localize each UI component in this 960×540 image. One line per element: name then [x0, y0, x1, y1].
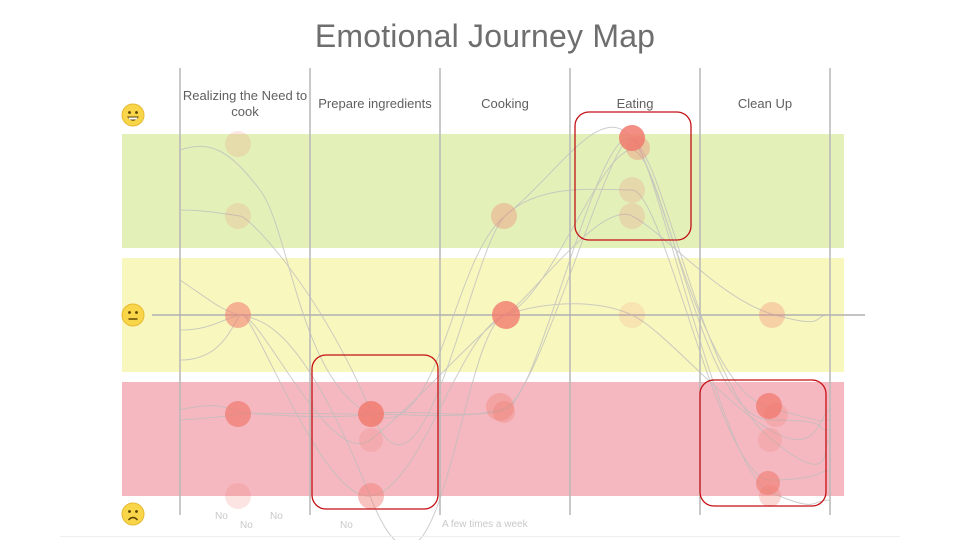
highlight-boxes	[311, 111, 827, 510]
footer-note: No	[215, 511, 228, 522]
footer-note: No	[340, 520, 353, 531]
footer-note: A few times a week	[442, 519, 529, 530]
band-positive	[122, 134, 844, 248]
journey-points	[225, 125, 788, 509]
stage-label-prepare: Prepare ingredients	[318, 96, 432, 111]
happy-face-icon	[121, 103, 145, 127]
stage-label-cooking: Cooking	[481, 96, 529, 111]
highlight-prepare-negative	[311, 354, 439, 510]
stage-label-realizing: Realizing the Need to cook	[182, 88, 308, 119]
footer-note: No	[270, 511, 283, 522]
footer-notes: No No No No A few times a week	[215, 511, 529, 531]
footer-note: No	[240, 520, 253, 531]
stage-label-eating: Eating	[616, 96, 654, 111]
highlight-cleanup-negative	[699, 379, 827, 507]
sad-face-icon	[121, 502, 145, 526]
stage-label-cleanup: Clean Up	[737, 96, 793, 111]
highlight-eating-positive	[574, 111, 692, 241]
page-title: Emotional Journey Map	[314, 18, 656, 54]
neutral-face-icon	[121, 303, 145, 327]
band-negative	[122, 382, 844, 496]
